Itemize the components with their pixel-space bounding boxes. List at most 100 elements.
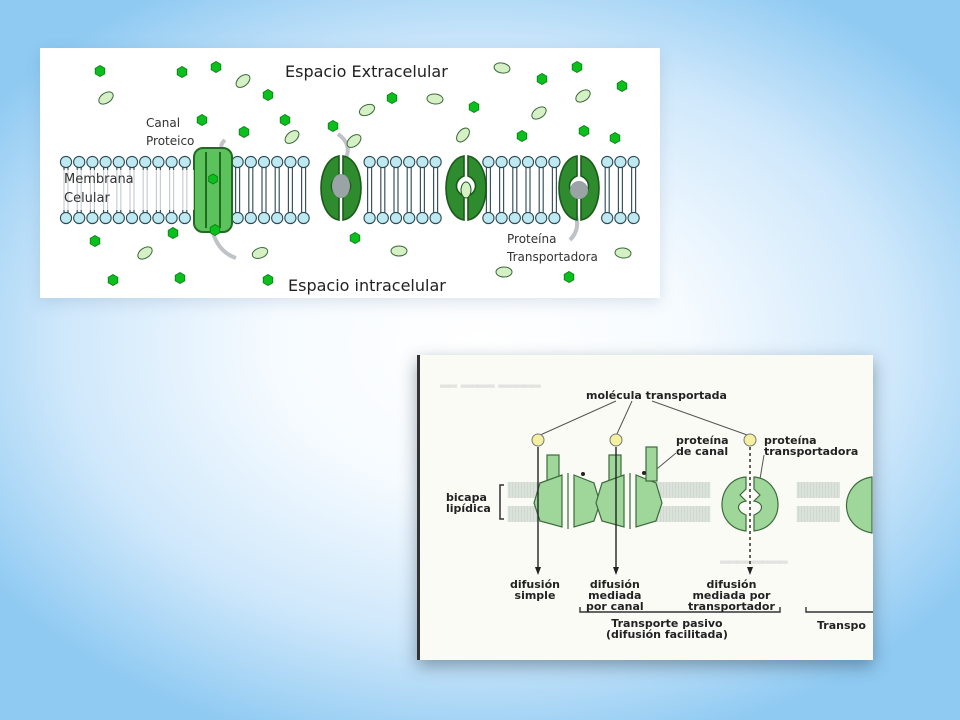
carrier-protein-3-right-half: [580, 155, 600, 221]
molecule-hexagon: [167, 227, 179, 239]
molecule-hexagon: [571, 61, 583, 73]
molecule-hexagon: [176, 66, 188, 78]
lipid-head: [627, 211, 640, 225]
lipid-head: [495, 155, 508, 169]
lipid-head: [178, 211, 191, 225]
lipid-head: [231, 155, 244, 169]
carrier-protein-2-bound-molecule: [460, 181, 472, 199]
lipid-head: [139, 211, 152, 225]
channel-dot: [642, 471, 646, 475]
lipid-head: [548, 155, 561, 169]
molecule-hexagon: [210, 61, 222, 73]
lipid-head: [152, 211, 165, 225]
bilayer-line-2: lipídica: [446, 502, 491, 515]
transport-photo-panel: ▂▂ ▂▂▂▂ ▂▂▂▂▂ ▂▂▂▂▂▂▂▂ molécula transpor…: [417, 355, 873, 660]
channel-protein-1-left: [533, 474, 563, 528]
extracellular-space-label: Espacio Extracelular: [285, 62, 448, 81]
lipid-head: [271, 211, 284, 225]
transported-molecule: [531, 433, 545, 447]
lipid-head: [429, 155, 442, 169]
membrane-diagram-svg: [59, 61, 640, 286]
channel-diffusion-line-3: por canal: [586, 600, 644, 613]
channel-diffusion-line-1: difusión: [589, 578, 640, 591]
lipid-head: [416, 211, 429, 225]
molecule-connector: [537, 400, 617, 437]
lipid-head: [165, 211, 178, 225]
lipid-head: [165, 155, 178, 169]
carrier-protein-label: Proteína Transportadora: [507, 230, 598, 266]
molecule-hexagon: [327, 120, 339, 132]
lipid-head: [482, 155, 495, 169]
molecule-hexagon: [578, 125, 590, 137]
lipid-head: [297, 211, 310, 225]
lipid-head: [86, 155, 99, 169]
lipid-head: [376, 155, 389, 169]
lipid-head: [389, 155, 403, 169]
carrier-protein-line-2: transportadora: [764, 445, 859, 458]
lipid-head: [363, 211, 376, 225]
carrier-entry-arrow: [336, 132, 350, 159]
carrier-protein-line-1: proteína: [764, 434, 817, 447]
lipid-head: [614, 211, 627, 225]
lipid-head: [152, 155, 165, 169]
molecule-oval: [137, 246, 153, 260]
lipid-head: [363, 155, 376, 169]
channel-protein-line-1: proteína: [676, 434, 729, 447]
carrier-protein-cut: [845, 476, 873, 534]
lipid-head: [284, 155, 297, 169]
channel-protein-label: proteína de canal: [676, 435, 729, 457]
passive-transport-label: Transporte pasivo (difusión facilitada): [606, 618, 728, 640]
active-transport-bracket: [805, 607, 873, 613]
molecule-oval: [426, 93, 444, 105]
lipid-head: [535, 211, 548, 225]
diffusion-arrow-head: [613, 567, 619, 575]
molecule-hexagon: [616, 80, 628, 92]
lipid-head: [508, 211, 521, 225]
simple-diffusion-label: difusión simple: [510, 579, 560, 601]
molecule-oval: [493, 62, 511, 74]
passive-transport-line-2: (difusión facilitada): [606, 628, 728, 641]
lipid-head: [284, 211, 297, 225]
lipid-head: [601, 155, 614, 169]
channel-diffusion-label: difusión mediada por canal: [586, 579, 644, 612]
molecule-oval: [284, 130, 300, 144]
phospholipid-bilayer: [59, 155, 640, 225]
molecule-oval: [575, 89, 591, 103]
lipid-head: [231, 211, 244, 225]
molecule-oval: [390, 245, 408, 257]
molecule-hexagon: [349, 232, 361, 244]
lipid-head: [627, 155, 640, 169]
lipid-head: [73, 155, 86, 169]
lipid-head: [601, 211, 614, 225]
carrier-protein-2-right-half: [467, 155, 487, 221]
membrane-diagram-panel: Espacio Extracelular Espacio intracelula…: [40, 48, 660, 298]
simple-diffusion-line-2: simple: [514, 589, 556, 602]
lipid-head: [614, 155, 627, 169]
carrier-diffusion-label: difusión mediada por transportador: [688, 579, 775, 612]
molecule-hexagon: [609, 132, 621, 144]
molecule-oval: [495, 266, 513, 278]
molecule-oval: [456, 127, 470, 143]
carrier-protein-3-left-half: [558, 155, 578, 221]
membrane-label: Membrana Celular: [60, 170, 194, 210]
lipid-head: [59, 155, 73, 169]
diffusion-arrow-head: [747, 567, 753, 575]
channel-protein-2-left: [595, 474, 625, 528]
molecule-hexagon: [516, 130, 528, 142]
intracellular-space-label: Espacio intracelular: [288, 276, 446, 295]
ghost-text: ▂▂▂▂▂▂▂▂: [720, 551, 788, 564]
molecule-hexagon: [262, 274, 274, 286]
molecule-oval: [358, 103, 376, 117]
carrier-connector: [759, 454, 765, 480]
carrier-protein-3-cavity: [570, 181, 588, 199]
lipid-head: [125, 155, 139, 169]
lipid-head: [403, 155, 416, 169]
lipid-head: [112, 155, 125, 169]
channel-protein-line-2: de canal: [676, 445, 729, 458]
molecule-hexagon: [209, 224, 221, 236]
molecule-connector: [651, 400, 751, 437]
ghost-text: ▂▂ ▂▂▂▂ ▂▂▂▂▂: [440, 375, 541, 388]
lipid-head: [73, 211, 86, 225]
carrier-protein-right: [752, 476, 779, 532]
channel-dot: [581, 472, 585, 476]
